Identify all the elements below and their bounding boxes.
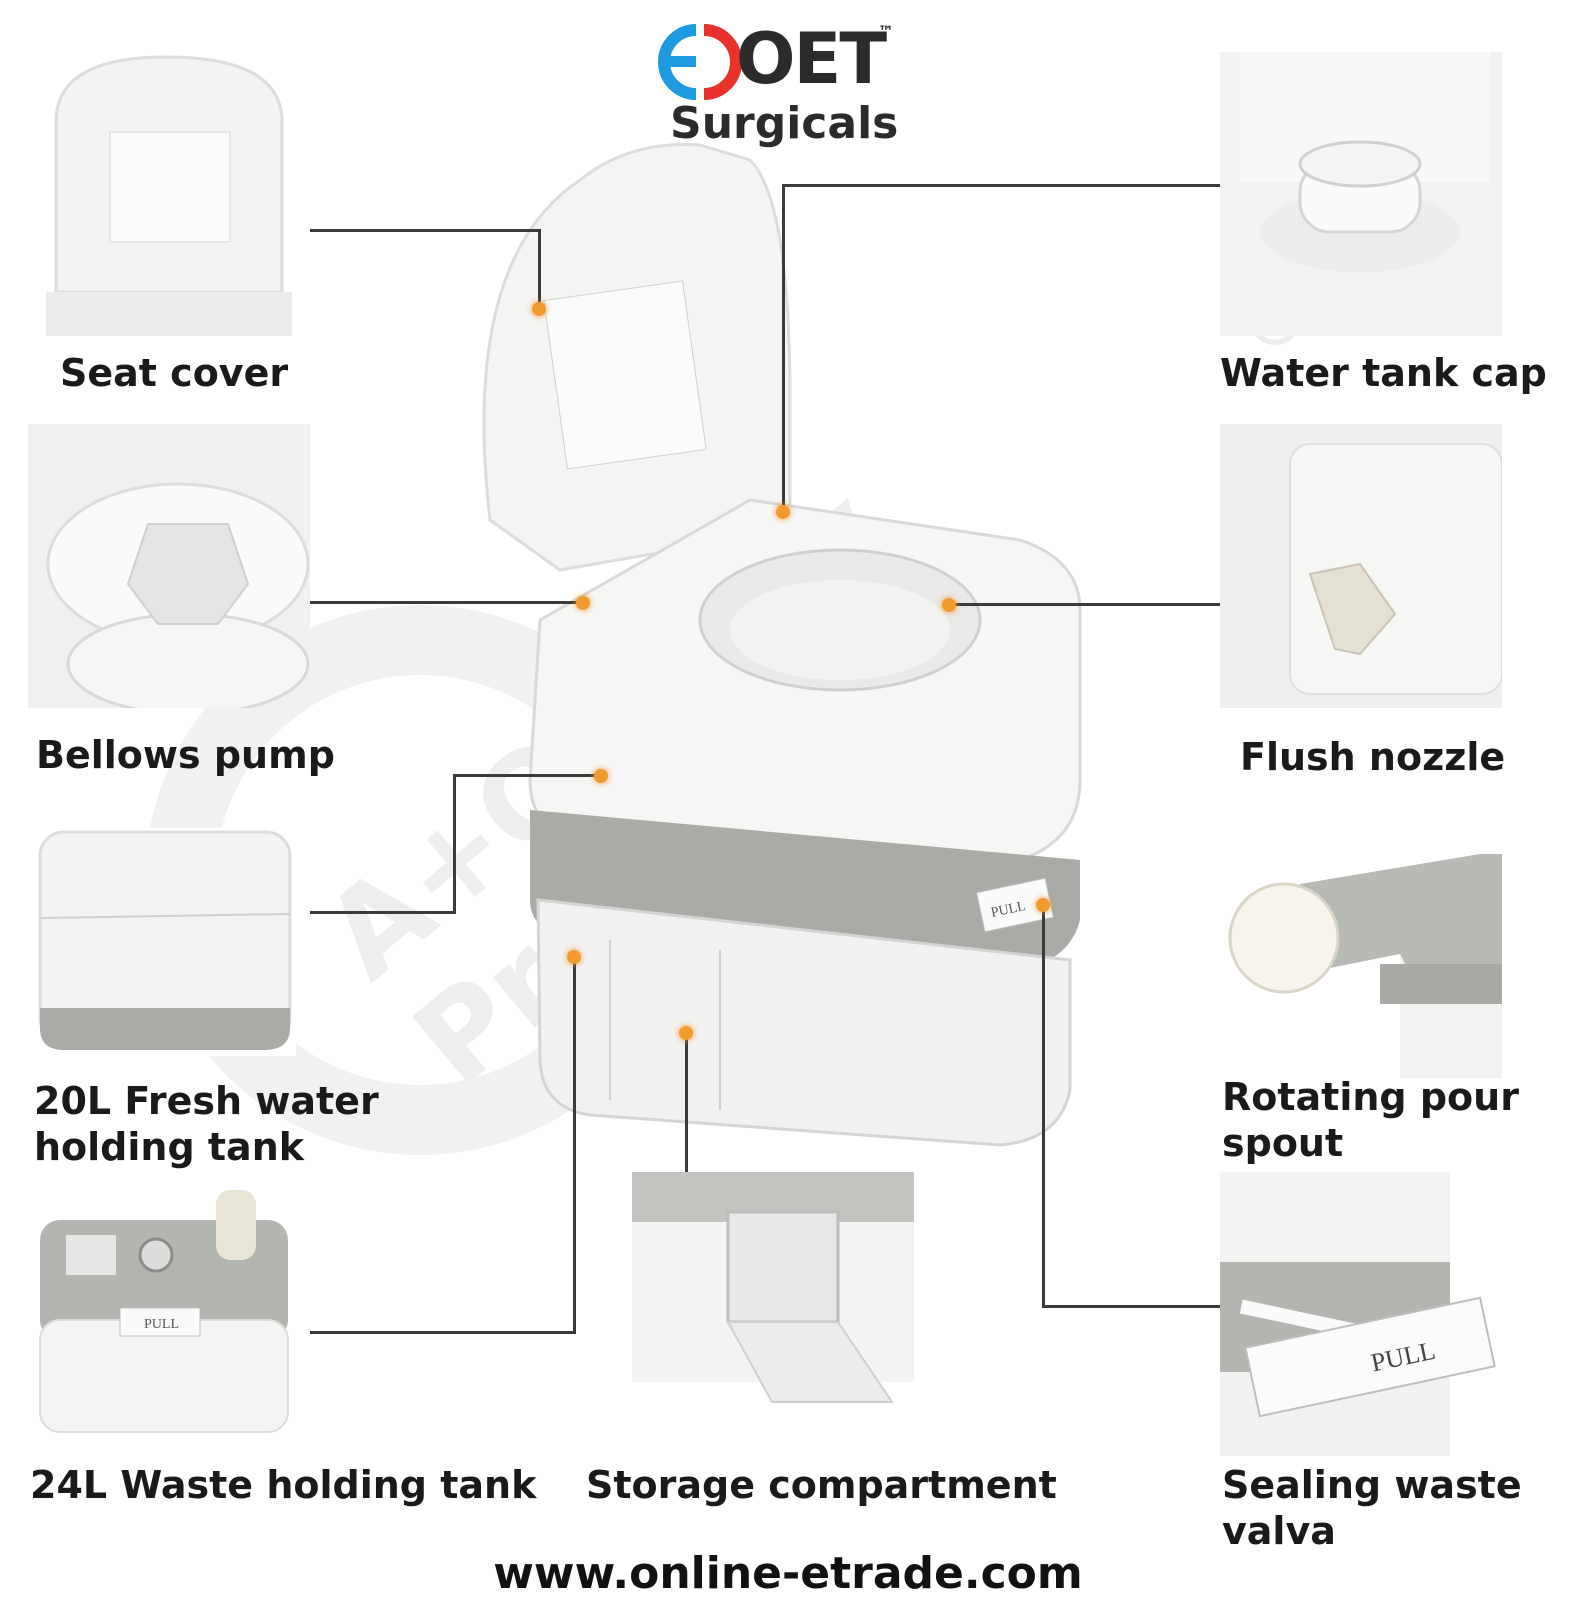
leader-storage-v — [685, 1032, 688, 1172]
dot-water-tank-cap — [776, 505, 790, 519]
seat-cover-photo — [46, 52, 292, 336]
dot-waste-tank — [567, 950, 581, 964]
leader-water-tank-cap — [782, 184, 1220, 187]
main-pull-text: PULL — [990, 899, 1027, 921]
rotating-spout-photo — [1220, 834, 1502, 1078]
rotating-spout-label: Rotating pour spout — [1222, 1074, 1519, 1166]
dot-seat-cover — [532, 302, 546, 316]
dot-sealing-valve — [1036, 898, 1050, 912]
fresh-water-label-line1: 20L Fresh water — [34, 1079, 379, 1123]
leader-bellows-pump — [310, 601, 582, 604]
dot-fresh-water — [594, 769, 608, 783]
flush-nozzle-photo — [1220, 424, 1502, 708]
brand-logo: OET ™ Surgicals — [650, 18, 910, 152]
logo-trademark: ™ — [878, 22, 894, 41]
waste-tank-label: 24L Waste holding tank — [30, 1463, 537, 1507]
seat-cover-label: Seat cover — [60, 351, 289, 395]
sealing-valve-label: Sealing waste valva — [1222, 1462, 1522, 1554]
logo-mark-icon — [658, 24, 742, 100]
leader-waste-tank — [310, 1331, 576, 1334]
water-tank-cap-photo — [1220, 52, 1502, 336]
storage-compartment-label: Storage compartment — [586, 1463, 1057, 1507]
storage-compartment-photo — [632, 1172, 914, 1412]
rotating-spout-label-line2: spout — [1222, 1121, 1344, 1165]
leader-fresh-water-h2 — [453, 774, 601, 777]
rotating-spout-label-line1: Rotating pour — [1222, 1075, 1519, 1119]
sealing-valve-label-line1: Sealing waste — [1222, 1463, 1522, 1507]
leader-waste-tank-v — [573, 956, 576, 1334]
waste-tank-photo: PULL — [36, 1190, 292, 1438]
fresh-water-label: 20L Fresh water holding tank — [34, 1078, 379, 1170]
logo-word: OET — [736, 18, 887, 100]
waste-tank-pull-text: PULL — [144, 1317, 179, 1332]
water-tank-cap-label: Water tank cap — [1220, 351, 1547, 395]
dot-bellows-pump — [576, 596, 590, 610]
portable-toilet-image: PULL — [482, 142, 1082, 1147]
sealing-valve-label-line2: valva — [1222, 1509, 1336, 1553]
leader-fresh-water — [310, 911, 455, 914]
sealing-valve-photo: PULL — [1220, 1172, 1502, 1456]
dot-flush-nozzle — [942, 598, 956, 612]
leader-water-tank-cap-v — [782, 184, 785, 510]
website-url[interactable]: www.online-etrade.com — [493, 1548, 1083, 1599]
leader-sealing-valve-v — [1042, 904, 1045, 1308]
fresh-water-tank-photo — [34, 828, 296, 1056]
leader-sealing-valve — [1042, 1305, 1220, 1308]
leader-flush-nozzle — [950, 603, 1220, 606]
bellows-pump-label: Bellows pump — [36, 733, 335, 777]
logo-subtitle: Surgicals — [670, 98, 899, 149]
leader-fresh-water-v — [453, 774, 456, 914]
leader-seat-cover — [310, 229, 540, 232]
fresh-water-label-line2: holding tank — [34, 1125, 305, 1169]
leader-seat-cover-v — [538, 229, 541, 307]
bellows-pump-photo — [28, 424, 310, 708]
flush-nozzle-label: Flush nozzle — [1240, 735, 1506, 779]
dot-storage — [679, 1026, 693, 1040]
